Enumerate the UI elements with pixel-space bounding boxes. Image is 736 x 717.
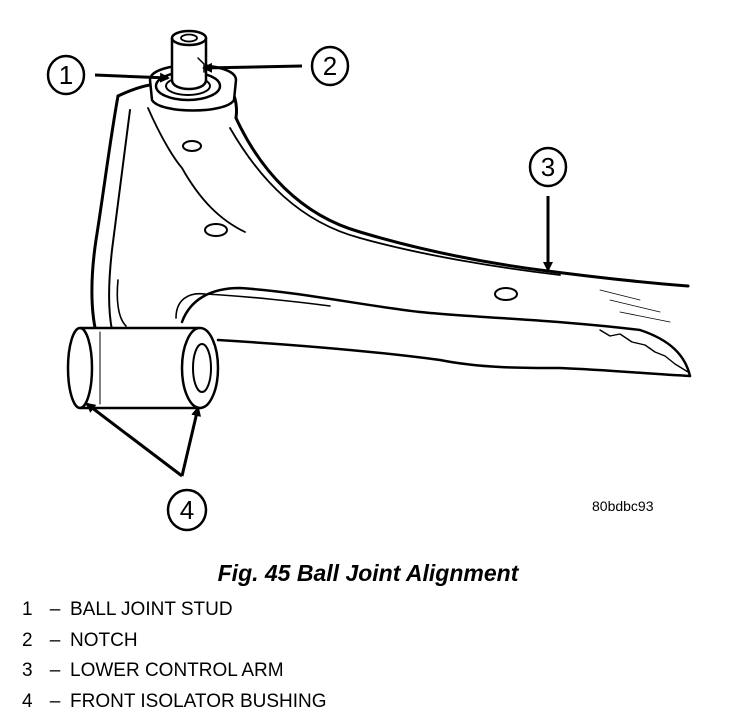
front-isolator-bushing	[68, 328, 218, 408]
callout-3: 3	[530, 148, 566, 270]
legend-number: 4	[22, 687, 40, 717]
figure-caption: Fig. 45 Ball Joint Alignment	[0, 560, 736, 587]
legend-label: LOWER CONTROL ARM	[70, 660, 284, 681]
figure-id-label: 80bdbc93	[592, 498, 654, 514]
legend-separator: –	[40, 656, 70, 686]
legend-number: 3	[22, 656, 40, 686]
ball-joint-stud	[172, 31, 206, 89]
legend-item: 1–BALL JOINT STUD	[22, 595, 327, 626]
svg-text:4: 4	[180, 495, 194, 525]
legend-separator: –	[40, 687, 70, 717]
legend-separator: –	[40, 626, 70, 656]
legend-item: 2–NOTCH	[22, 626, 327, 657]
legend-item: 4–FRONT ISOLATOR BUSHING	[22, 687, 327, 717]
legend-label: BALL JOINT STUD	[70, 599, 233, 620]
legend-label: FRONT ISOLATOR BUSHING	[70, 691, 327, 712]
legend-number: 1	[22, 595, 40, 625]
legend-list: 1–BALL JOINT STUD 2–NOTCH 3–LOWER CONTRO…	[22, 595, 327, 717]
svg-text:2: 2	[323, 51, 337, 81]
svg-text:3: 3	[541, 152, 555, 182]
legend-number: 2	[22, 626, 40, 656]
control-arm-illustration: 1 2 3 4	[0, 0, 736, 545]
legend-label: NOTCH	[70, 630, 138, 651]
legend-item: 3–LOWER CONTROL ARM	[22, 656, 327, 687]
legend-separator: –	[40, 595, 70, 625]
svg-text:1: 1	[59, 60, 73, 90]
callout-4: 4	[87, 404, 206, 530]
